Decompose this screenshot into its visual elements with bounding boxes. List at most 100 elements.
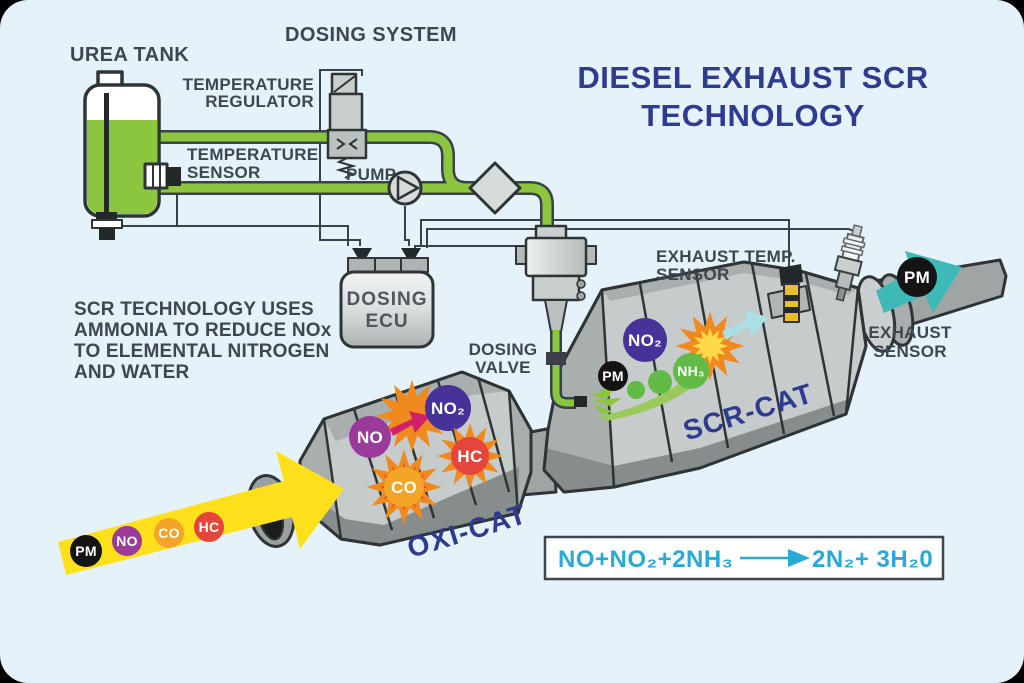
description-line4: AND WATER xyxy=(74,362,190,383)
oxi-lower-face xyxy=(302,467,519,545)
oxi-outlet-edge xyxy=(507,390,520,514)
scr-outline xyxy=(542,260,868,494)
tank-drain-neck xyxy=(96,212,117,221)
temp-sensor-connector xyxy=(166,167,181,186)
valve-port xyxy=(576,279,586,289)
wire-pump-to-ecu xyxy=(404,206,410,246)
ecu-label-line2: ECU xyxy=(365,311,408,332)
pm-badge xyxy=(70,535,102,567)
no2-badge xyxy=(425,385,471,431)
pipe-lower xyxy=(156,183,552,236)
valve-body xyxy=(524,236,588,278)
ammonia-droplet xyxy=(627,381,645,399)
sensor-band xyxy=(784,295,799,301)
scr-inlet-cone xyxy=(544,290,614,492)
co-badge xyxy=(384,467,424,507)
no-badge xyxy=(349,416,391,458)
exhaust-sensor-label-line2: SENSOR xyxy=(873,342,947,361)
inlet-pollutants: PM NO CO HC xyxy=(70,512,224,567)
hc-badge-label: HC xyxy=(457,447,482,466)
scr-outlet-edge xyxy=(844,287,860,415)
tank-drain-plug xyxy=(99,228,115,240)
description-line3: TO ELEMENTAL NITROGEN xyxy=(74,341,329,362)
temperature-regulator-label-line2: REGULATOR xyxy=(205,92,314,111)
no-badge xyxy=(112,526,142,556)
no-badge-label: NO xyxy=(116,533,138,549)
sensor-band xyxy=(784,307,799,313)
urea-pipes xyxy=(156,130,554,236)
temperature-regulator xyxy=(326,72,368,179)
tank-drain-flange xyxy=(91,219,123,229)
ammonia-droplet xyxy=(648,370,672,394)
clean-flow-arrow xyxy=(722,310,768,340)
exhaust-temp-sensor xyxy=(767,264,811,323)
ecu-housing xyxy=(339,270,435,349)
sensor-probe xyxy=(783,283,800,323)
equation-lhs: NO+NO₂+2NH₃ xyxy=(558,546,733,573)
scr-cat-reactions: PM NO₂ NH₃ xyxy=(598,310,768,391)
wire-exhaust-temp-sensor xyxy=(420,219,790,270)
oxi-cone-edge xyxy=(322,418,343,540)
no2-badge xyxy=(623,318,667,362)
exhaust-temp-sensor-label-line2: SENSOR xyxy=(656,265,730,284)
sensor-cap xyxy=(779,264,803,286)
tank-level-gauge xyxy=(104,93,109,212)
nh3-badge xyxy=(673,353,709,389)
sensor-rib xyxy=(842,237,866,249)
sensor-rib xyxy=(840,244,864,257)
dosing-system-label: DOSING SYSTEM xyxy=(285,24,457,46)
co-badge xyxy=(154,518,184,548)
description-line1: SCR TECHNOLOGY USES xyxy=(74,299,314,320)
dosing-valve xyxy=(515,224,597,409)
regulator-flow-arrows xyxy=(336,138,358,150)
pump-label: PUMP xyxy=(346,165,396,184)
no-badge-label: NO xyxy=(357,428,383,447)
urea-tank-label: UREA TANK xyxy=(70,44,189,66)
hc-badge-label: HC xyxy=(199,519,220,535)
pm-badge xyxy=(598,361,628,391)
hc-badge xyxy=(451,437,489,475)
urea-pump xyxy=(387,170,423,206)
oxi-cat-reactions: NO NO₂ CO HC xyxy=(349,380,503,525)
dosing-valve-label-line1: DOSING xyxy=(469,340,538,359)
spray-jet xyxy=(592,404,614,414)
description-line2: AMMONIA TO REDUCE NOx xyxy=(74,320,332,341)
dosing-ecu: DOSING ECU xyxy=(339,257,435,349)
no2-badge-label: NO₂ xyxy=(628,331,662,350)
pm-badge-label: PM xyxy=(75,543,97,559)
pm-badge-label: PM xyxy=(602,368,624,384)
sensor-sleeve xyxy=(834,269,855,292)
exhaust-temp-sensor-label-line1: EXHAUST TEMP. xyxy=(656,247,796,266)
pm-badge xyxy=(897,257,937,297)
scr-lower-face xyxy=(544,400,846,492)
no2-badge-label: NO₂ xyxy=(431,399,465,418)
spray-jet xyxy=(592,398,622,406)
oxi-panel-line xyxy=(476,376,511,493)
scr-panel-line xyxy=(750,263,786,435)
temperature-sensor-label-line2: SENSOR xyxy=(187,163,261,182)
equation-arrow-head xyxy=(788,549,810,567)
ecu-connector-strip xyxy=(347,257,429,273)
exhaust-outlet: PM xyxy=(876,251,962,313)
temperature-sensor-label-line1: TEMPERATURE xyxy=(187,145,318,164)
regulator-actuator-diagonal xyxy=(333,75,356,93)
equation-rhs: 2N₂+ 3H₂0 xyxy=(812,546,933,573)
exhaust-sensor xyxy=(833,224,866,302)
urea-filter xyxy=(468,161,522,215)
page-title-line1: DIESEL EXHAUST SCR xyxy=(577,60,928,95)
pm-badge-label: PM xyxy=(904,268,930,287)
nh3-badge-label: NH₃ xyxy=(677,363,705,379)
co-badge-label: CO xyxy=(158,525,180,541)
injector-line-nut xyxy=(546,352,566,365)
dosing-valve-label-line2: VALVE xyxy=(475,358,531,377)
conversion-arrow xyxy=(390,411,430,436)
wire-regulator-to-ecu xyxy=(319,69,363,246)
injector-tip xyxy=(574,396,587,407)
regulator-valve-body xyxy=(326,128,368,160)
oxi-outline xyxy=(298,370,533,547)
regulator-block xyxy=(328,92,364,134)
reaction-equation: NO+NO₂+2NH₃ 2N₂+ 3H₂0 xyxy=(543,535,945,581)
page-title-line2: TECHNOLOGY xyxy=(641,98,865,133)
